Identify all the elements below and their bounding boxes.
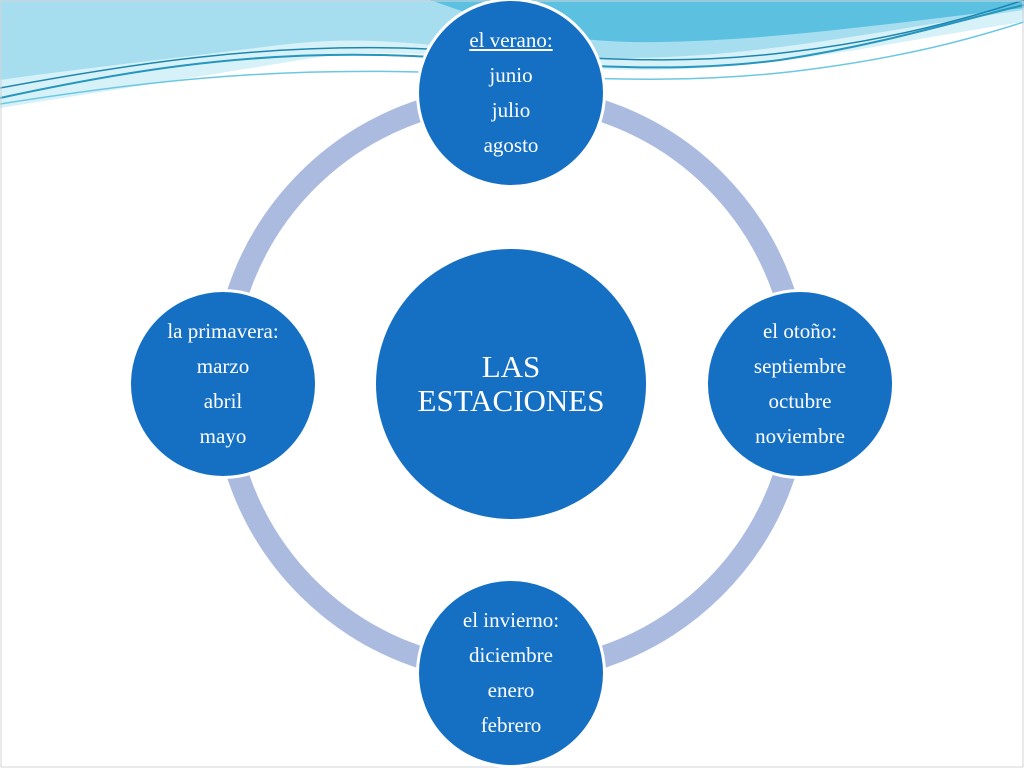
season-node-winter: el invierno: diciembre enero febrero: [416, 578, 606, 768]
season-node-autumn: el otoño: septiembre octubre noviembre: [705, 289, 895, 479]
season-title-winter: el invierno:: [462, 608, 560, 632]
center-title-line-2: ESTACIONES: [417, 383, 605, 418]
season-title-autumn: el otoño:: [762, 319, 838, 343]
month-julio: julio: [491, 98, 531, 122]
month-noviembre: noviembre: [755, 424, 845, 448]
month-mayo: mayo: [199, 424, 247, 448]
month-junio: junio: [489, 63, 533, 87]
month-septiembre: septiembre: [753, 354, 847, 378]
season-title-summer: el verano:: [469, 28, 553, 52]
center-node-las-estaciones: LAS ESTACIONES: [376, 249, 646, 519]
season-node-spring: la primavera: marzo abril mayo: [128, 289, 318, 479]
month-octubre: octubre: [768, 389, 832, 413]
season-title-spring: la primavera:: [167, 319, 279, 343]
month-abril: abril: [203, 389, 243, 413]
season-node-summer: el verano: junio julio agosto: [416, 0, 606, 188]
month-diciembre: diciembre: [469, 643, 553, 667]
center-title-line-1: LAS: [481, 349, 541, 384]
month-marzo: marzo: [196, 354, 250, 378]
month-enero: enero: [487, 678, 535, 702]
month-agosto: agosto: [483, 133, 539, 157]
month-febrero: febrero: [480, 713, 542, 737]
